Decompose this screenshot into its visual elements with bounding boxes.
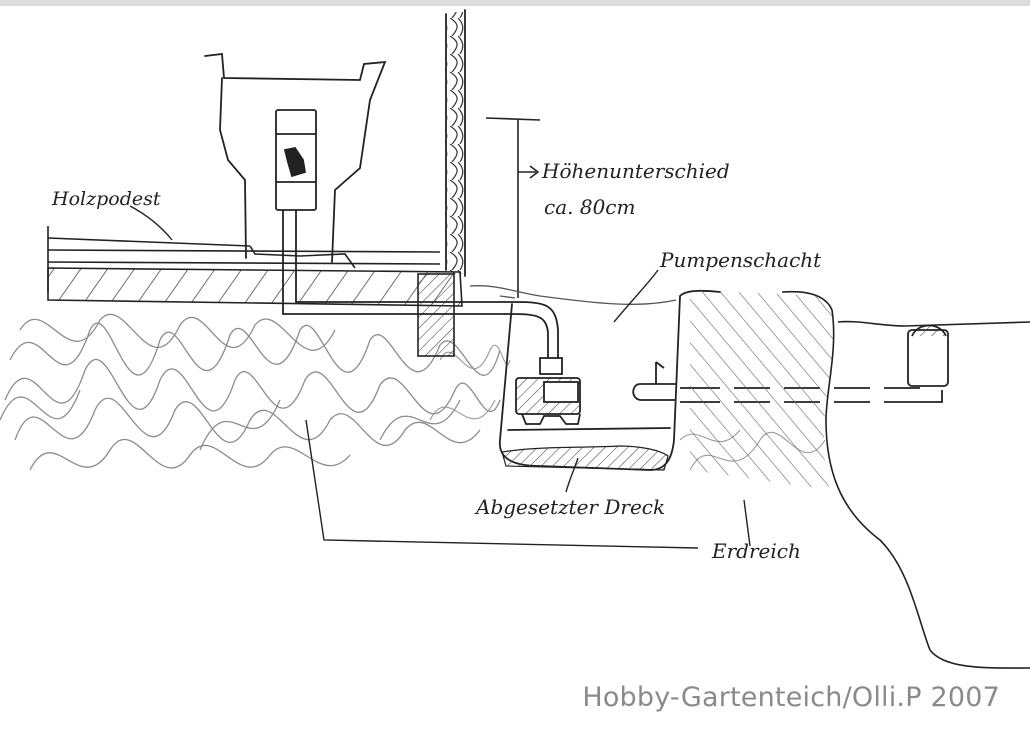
drain-cap	[907, 324, 949, 387]
settled-dirt	[501, 445, 669, 471]
foundation-post	[417, 273, 455, 357]
wooden-wall	[447, 12, 464, 274]
connection-pipe	[282, 210, 559, 360]
label-dreck: Abgesetzter Dreck	[474, 495, 665, 519]
wooden-platform	[47, 226, 441, 292]
label-holzpodest: Holzpodest	[51, 188, 161, 210]
ground-contour-right	[781, 290, 1030, 669]
water-surface	[469, 285, 677, 305]
soil-block	[690, 290, 834, 490]
house-structure	[204, 9, 466, 277]
paper-edge	[0, 0, 1030, 6]
ground-scribble	[0, 313, 501, 471]
leader-lines	[129, 205, 751, 549]
skimmer-unit	[275, 109, 317, 211]
label-hoehenunterschied: Höhenunterschied	[541, 159, 730, 183]
label-pumpenschacht: Pumpenschacht	[659, 248, 822, 272]
label-erdreich: Erdreich	[711, 539, 801, 563]
copyright-watermark: Hobby-Gartenteich/Olli.P 2007	[582, 682, 1000, 713]
pump	[515, 357, 581, 425]
height-dimension-bracket	[485, 117, 541, 298]
concrete-slab	[47, 267, 463, 307]
label-hoehenwert: ca. 80cm	[544, 195, 635, 219]
